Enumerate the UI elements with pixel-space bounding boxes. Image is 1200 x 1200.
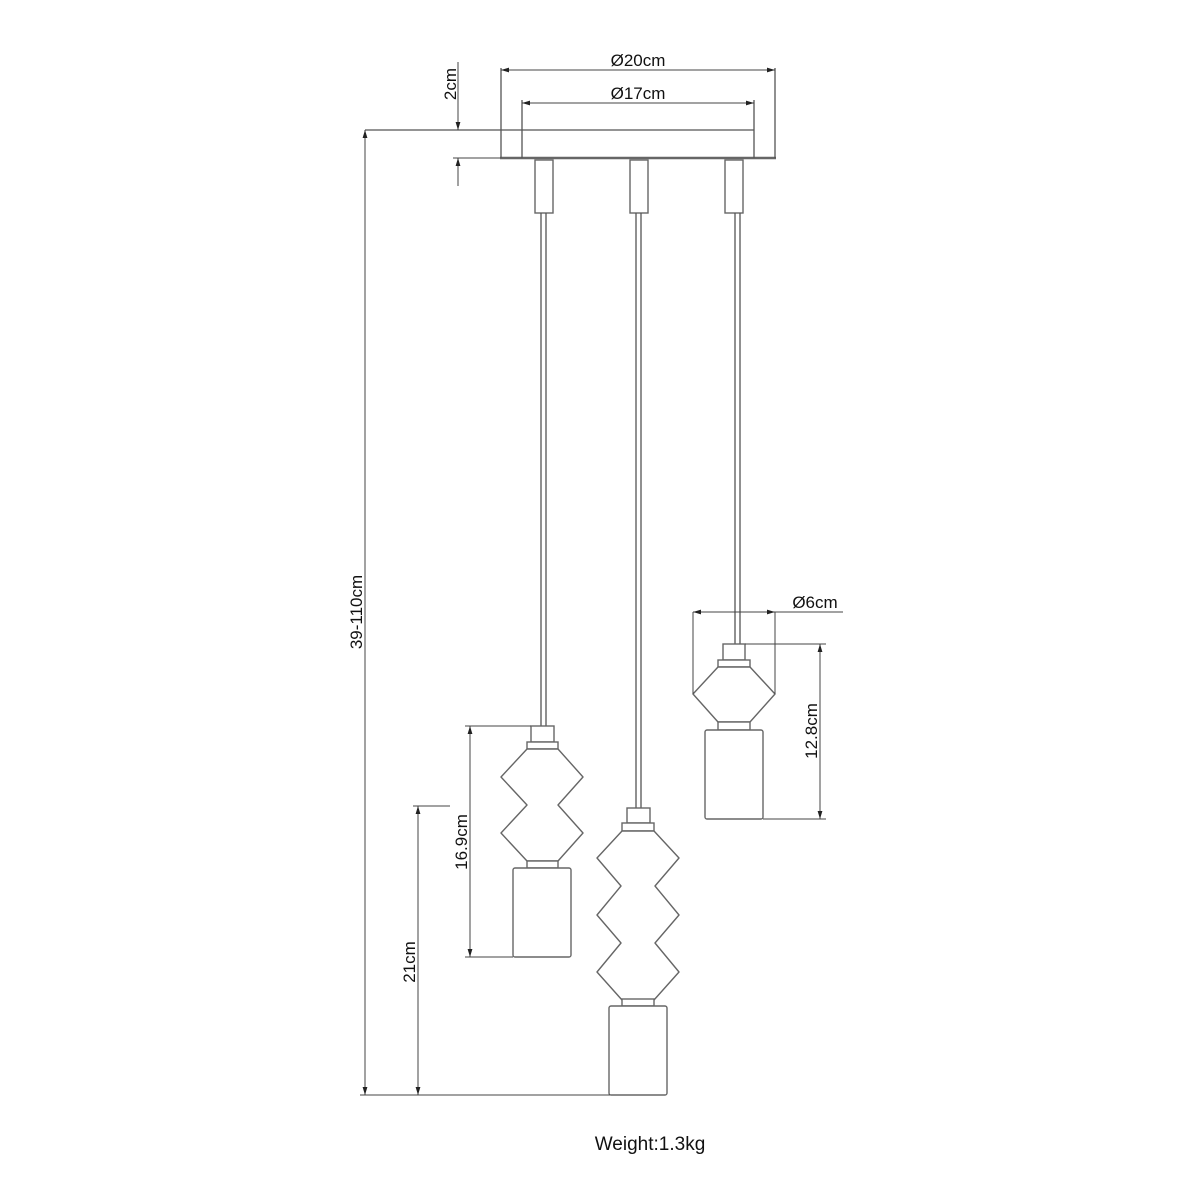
dim-overall-height: 39-110cm (347, 130, 610, 1096)
dim-small-shade-height: 12.8cm (745, 643, 826, 820)
pendant-middle (596, 807, 680, 1096)
dim-medium-shade-height: 16.9cm (452, 725, 531, 958)
pendant-right (692, 643, 776, 820)
dim-label: 16.9cm (452, 814, 471, 870)
dim-canopy-outer: Ø20cm (501, 51, 775, 73)
weight-label: Weight:1.3kg (595, 1134, 706, 1155)
dim-small-shade-diameter: Ø6cm (692, 593, 843, 694)
cable-sockets (534, 159, 744, 808)
dim-label: 39-110cm (347, 575, 366, 649)
dim-drop-offset: 21cm (400, 805, 450, 1095)
canopy (365, 68, 776, 160)
dim-canopy-height: 2cm (441, 62, 500, 186)
dim-label: 12.8cm (802, 703, 821, 759)
dim-label: 2cm (441, 68, 460, 100)
pendant-left (500, 725, 584, 958)
dim-canopy-inner: Ø17cm (522, 84, 754, 106)
dim-label: Ø17cm (611, 84, 666, 103)
dim-label: Ø20cm (611, 51, 666, 70)
dim-label: Ø6cm (792, 593, 837, 612)
dim-label: 21cm (400, 941, 419, 983)
